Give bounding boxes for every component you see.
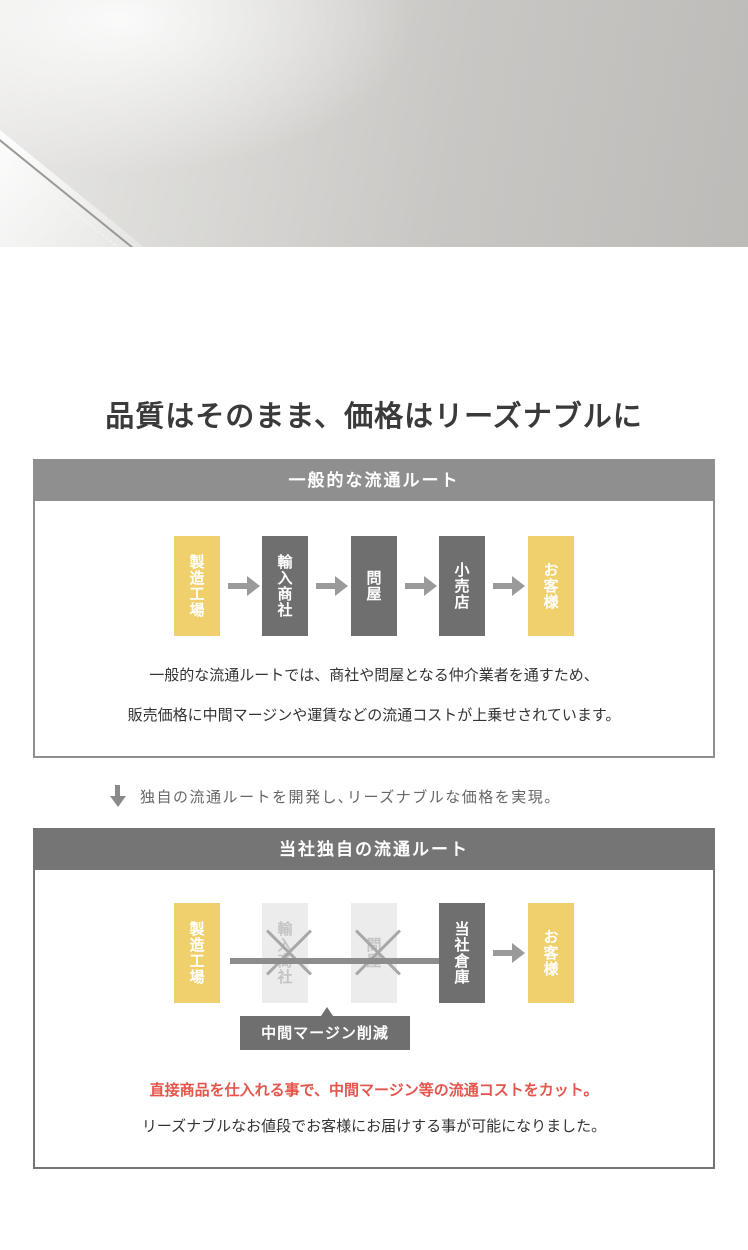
node-own-warehouse: 当社倉庫 [439,903,485,1003]
node-factory: 製造工場 [174,903,220,1003]
transition-note-text: 独自の流通ルートを開発し､リーズナブルな価格を実現。 [140,787,561,806]
node-factory: 製造工場 [174,536,220,636]
node-customer: お客様 [528,903,574,1003]
page-title: 品質はそのまま、価格はリーズナブルに [105,399,643,433]
general-route-description-2: 販売価格に中間マージンや運賃などの流通コストが上乗せされています。 [127,706,621,724]
node-wholesaler: 問屋 [351,536,397,636]
margin-reduction-badge: 中間マージン削減 [240,1007,410,1050]
general-route-description-1: 一般的な流通ルートでは、商社や問屋となる仲介業者を通すため、 [149,666,599,684]
transition-note: 独自の流通ルートを開発し､リーズナブルな価格を実現。 [110,785,561,807]
hero-leather-image [0,0,748,247]
own-route-description: リーズナブルなお値段でお客様にお届けする事が可能になりました。 [141,1117,607,1135]
own-route-panel: 当社独自の流通ルート 製造工場 輸入商社 問屋 当社倉庫 お客様 中間マージン削… [33,828,715,1169]
arrow-right-icon [405,576,437,596]
own-route-header: 当社独自の流通ルート [35,830,713,870]
node-customer: お客様 [528,536,574,636]
down-arrow-icon [110,785,126,807]
arrow-right-icon [493,576,525,596]
node-import-trader: 輸入商社 [262,536,308,636]
node-retailer: 小売店 [439,536,485,636]
arrow-right-icon [493,943,525,963]
own-route-highlight: 直接商品を仕入れる事で、中間マージン等の流通コストをカット。 [149,1081,599,1099]
general-route-header: 一般的な流通ルート [35,461,713,501]
general-route-panel: 一般的な流通ルート 製造工場 輸入商社 問屋 小売店 お客様 一般的な流通ルート… [33,459,715,758]
arrow-right-icon [228,576,260,596]
long-arrow-right-icon [230,951,462,971]
arrow-right-icon [316,576,348,596]
pointer-up-icon [321,1007,333,1016]
